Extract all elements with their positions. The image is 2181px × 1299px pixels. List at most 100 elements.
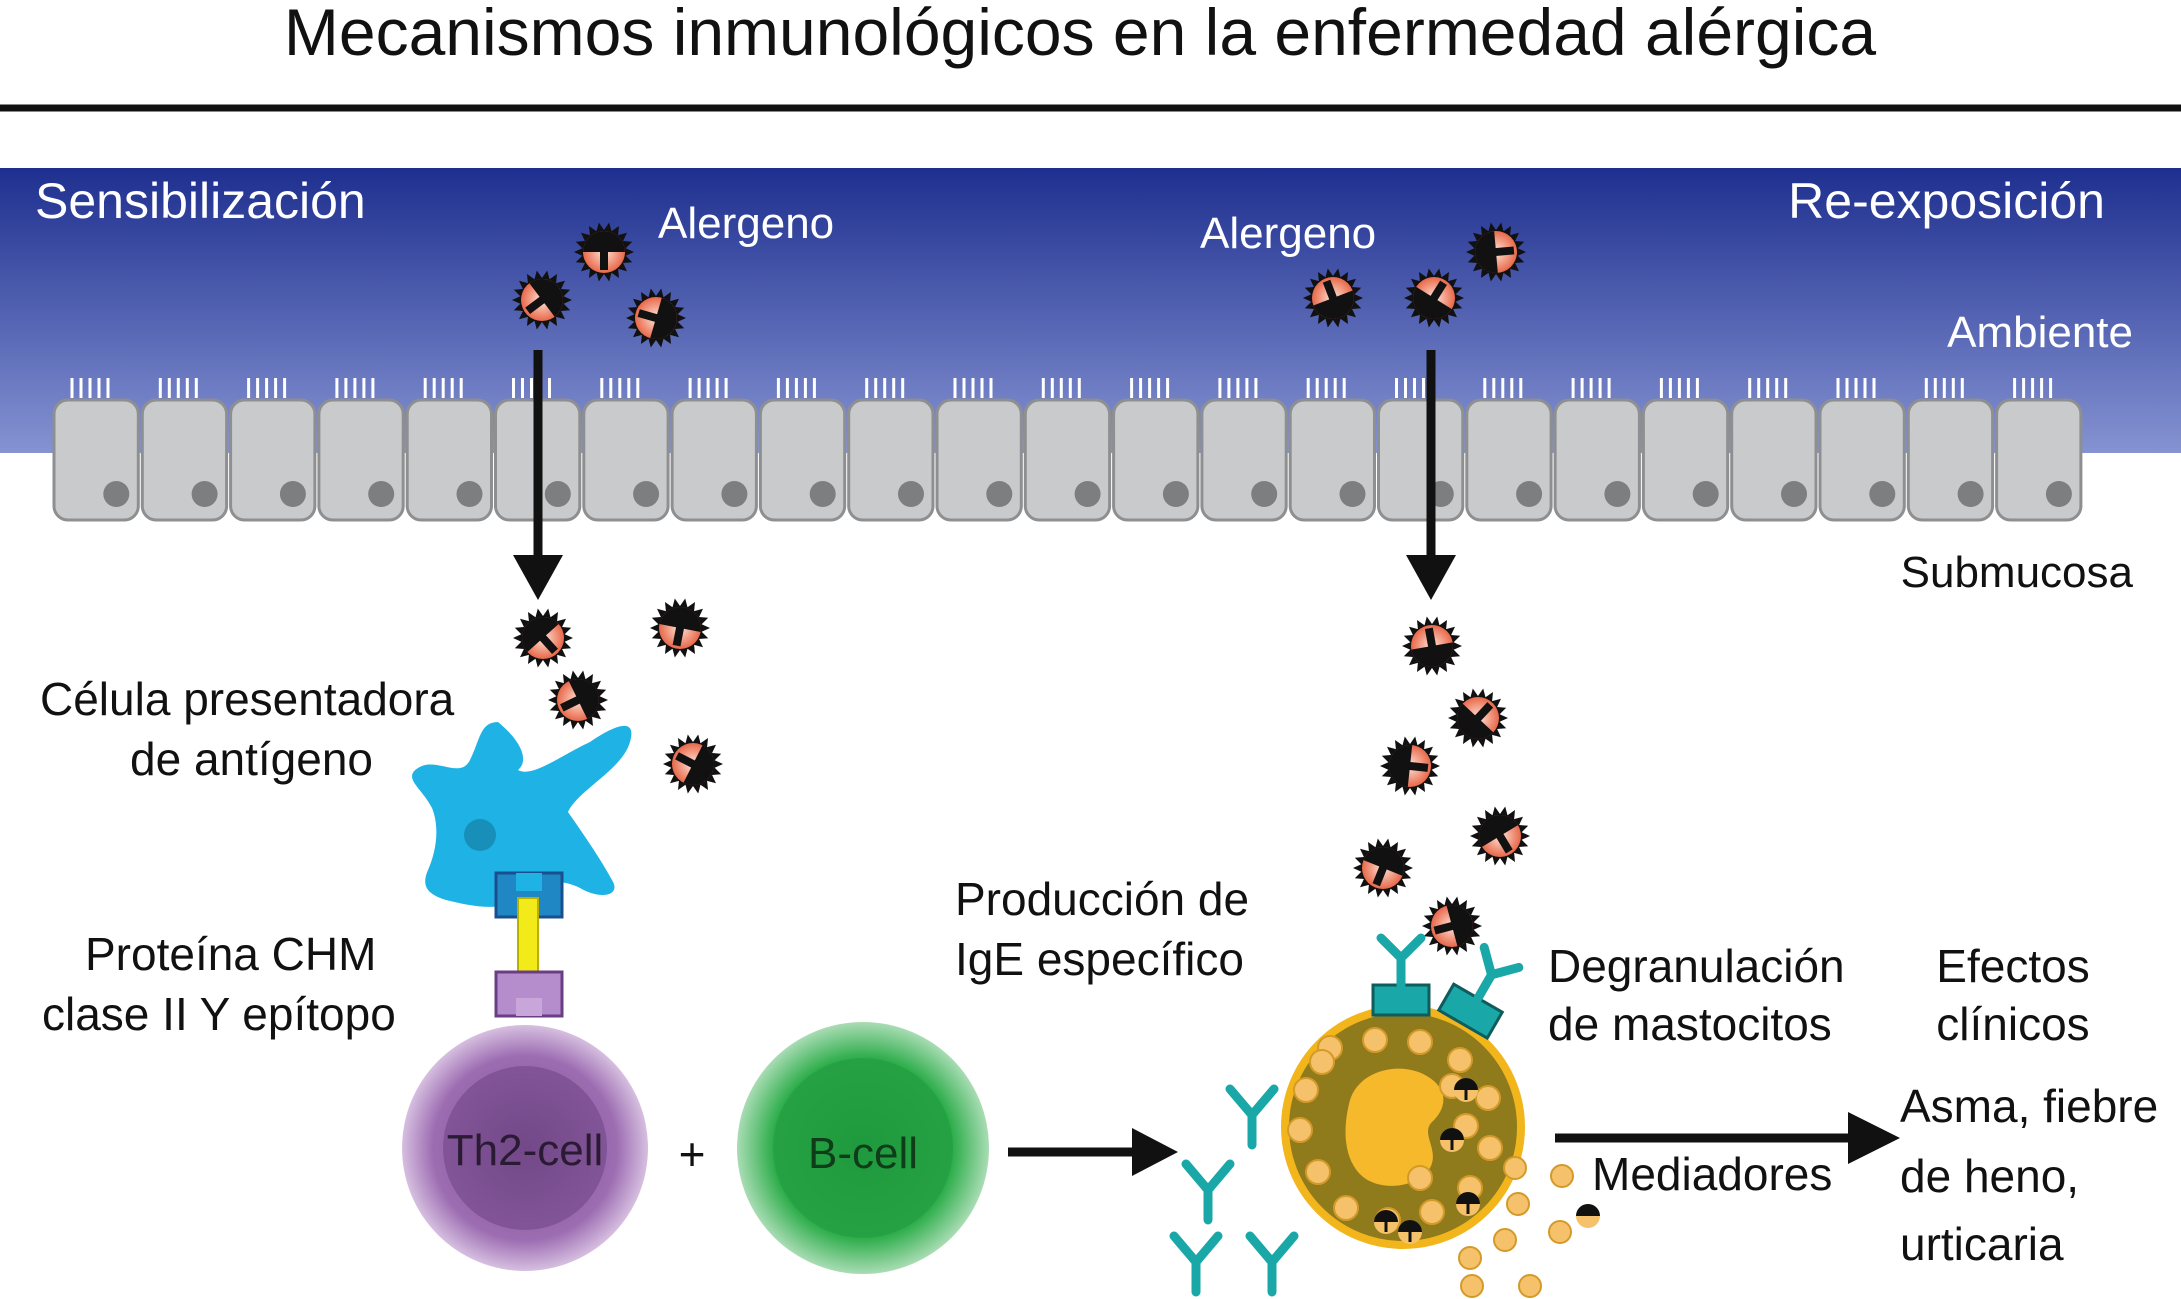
- released-granule: [1518, 1274, 1542, 1298]
- allergen-label-right: Alergeno: [1200, 209, 1376, 258]
- mast-cell-receptor-2: [1436, 942, 1524, 1041]
- released-granule: [1506, 1192, 1530, 1216]
- granule: [1407, 1165, 1433, 1191]
- released-mediator-granules: [1458, 1156, 1600, 1298]
- apc-label-line1: Célula presentadora: [40, 673, 455, 725]
- granule: [1305, 1159, 1331, 1185]
- mast-cell: [1281, 1005, 1525, 1249]
- mhc-bottom-notch: [516, 998, 542, 1016]
- granule: [1475, 1085, 1501, 1111]
- allergen-particle: [1470, 806, 1530, 866]
- granule: [1333, 1195, 1359, 1221]
- epithelial-cell: [317, 378, 405, 522]
- plus-sign: +: [679, 1128, 706, 1180]
- epithelial-cell: [758, 378, 847, 522]
- allergen-particle: [626, 288, 686, 348]
- epithelial-cell: [229, 378, 317, 522]
- released-granule: [1550, 1164, 1574, 1188]
- ige-antibody: [1225, 1084, 1279, 1150]
- allergen-entry-arrow-right: [1406, 350, 1456, 600]
- released-granule: [1576, 1204, 1600, 1228]
- mhc-epitope-bar: [517, 897, 539, 979]
- clinical-effects-line1: Asma, fiebre: [1900, 1080, 2158, 1132]
- allergen-particle: [574, 222, 634, 282]
- epithelial-cell: [582, 378, 670, 522]
- degranulating-granule: [1454, 1078, 1478, 1102]
- ige-antibody: [1181, 1159, 1235, 1225]
- mediators-label: Mediadores: [1592, 1148, 1832, 1200]
- allergen-particle: [650, 598, 710, 658]
- degranulating-granule: [1374, 1210, 1398, 1234]
- allergen-particle: [1303, 268, 1363, 328]
- ige-antibody: [1169, 1231, 1223, 1297]
- epithelial-cell: [1023, 378, 1112, 522]
- granule: [1362, 1027, 1388, 1053]
- allergen-particle: [663, 734, 723, 794]
- epithelial-cell: [1288, 378, 1376, 522]
- granule: [1477, 1135, 1503, 1161]
- mhc-label-line1: Proteína CHM: [85, 928, 376, 980]
- degranulating-granule: [1398, 1220, 1422, 1244]
- mhc-label-line2: clase II Y epítopo: [42, 988, 396, 1040]
- mast-cell-receptor-1: [1371, 933, 1431, 1017]
- granule: [1309, 1049, 1335, 1075]
- epithelial-cell: [1112, 378, 1200, 522]
- b-cell-nucleus: [773, 1058, 953, 1238]
- epithelial-cell: [1995, 378, 2083, 522]
- effects-label-line2: clínicos: [1936, 998, 2089, 1050]
- free-ige-antibodies: [1169, 1084, 1299, 1297]
- epithelial-cell: [1730, 378, 1818, 522]
- mast-cell-granules: [1287, 1027, 1503, 1244]
- granule: [1419, 1199, 1445, 1225]
- allergen-particle: [1404, 268, 1464, 328]
- page-title: Mecanismos inmunológicos en la enfermeda…: [284, 0, 1876, 69]
- granule: [1287, 1117, 1313, 1143]
- epithelial-cell: [1377, 378, 1465, 522]
- mhc-top-notch: [516, 873, 542, 891]
- antigen-presenting-cell: [412, 722, 632, 907]
- clinical-effects-line3: urticaria: [1900, 1218, 2064, 1270]
- allergen-particle: [1402, 616, 1462, 676]
- sensitization-label: Sensibilización: [35, 173, 366, 229]
- effects-label-line1: Efectos: [1936, 940, 2089, 992]
- clinical-effects-line2: de heno,: [1900, 1150, 2079, 1202]
- re-exposure-label: Re-exposición: [1788, 173, 2105, 229]
- released-granule: [1503, 1156, 1527, 1180]
- ige-antibody: [1245, 1231, 1299, 1297]
- environment-label: Ambiente: [1947, 308, 2133, 357]
- submucosa-label: Submucosa: [1901, 548, 2134, 597]
- epithelial-cell: [1553, 378, 1641, 522]
- released-granule: [1493, 1228, 1517, 1252]
- epithelial-cell: [1465, 378, 1553, 522]
- b-cell-label: B-cell: [808, 1129, 918, 1178]
- epithelial-cell: [405, 378, 494, 522]
- granule: [1293, 1077, 1319, 1103]
- granule: [1407, 1029, 1433, 1055]
- allergen-label-left: Alergeno: [658, 199, 834, 248]
- allergen-particle: [1466, 222, 1526, 282]
- released-granule: [1548, 1220, 1572, 1244]
- epithelial-cell: [140, 378, 229, 522]
- degranulating-granule: [1440, 1128, 1464, 1152]
- ige-label-line2: IgE específico: [955, 933, 1244, 985]
- epithelial-cell: [670, 378, 758, 522]
- epithelial-cell: [1641, 378, 1730, 522]
- degranulation-label-line1: Degranulación: [1548, 940, 1845, 992]
- epithelial-layer: [52, 378, 2083, 522]
- epithelial-cell: [1818, 378, 1906, 522]
- th2-cell-nucleus: [443, 1066, 607, 1230]
- allergen-particle: [512, 270, 572, 330]
- th2-cell-label: Th2-cell: [447, 1126, 604, 1175]
- apc-nucleus: [464, 819, 496, 851]
- released-granule: [1458, 1246, 1482, 1270]
- degranulating-granule: [1456, 1192, 1480, 1216]
- mast-cell-nucleus: [1345, 1068, 1444, 1186]
- ige-label-line1: Producción de: [955, 873, 1249, 925]
- allergen-entry-arrow-left: [513, 350, 563, 600]
- epithelial-cell: [1200, 378, 1288, 522]
- ige-production-arrow: [1008, 1128, 1178, 1176]
- allergen-particle: [1448, 688, 1508, 748]
- released-granule: [1460, 1274, 1484, 1298]
- degranulation-label-line2: de mastocitos: [1548, 998, 1832, 1050]
- allergen-particle: [1353, 838, 1413, 898]
